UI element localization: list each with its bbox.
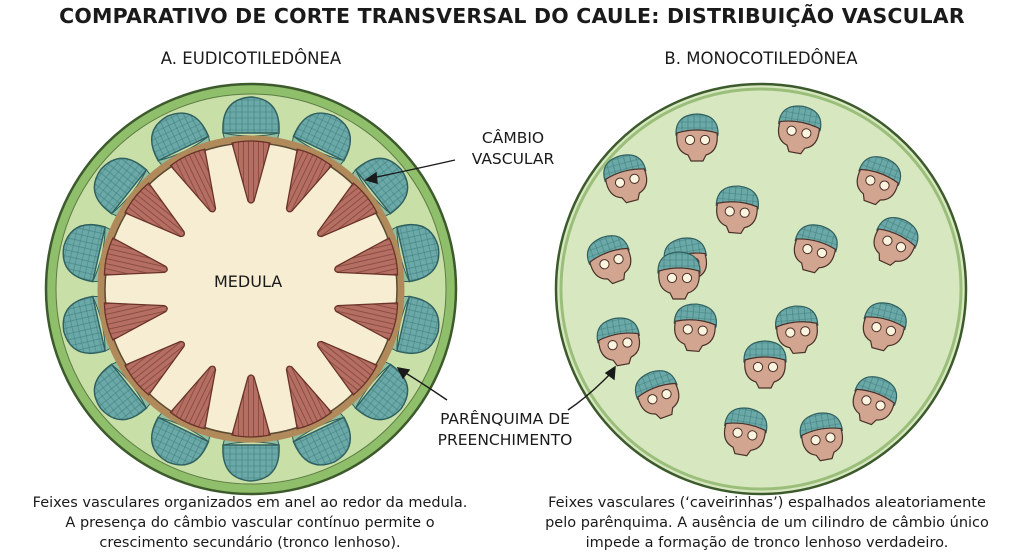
xylem-wedge (103, 302, 168, 341)
xylem-wedge (334, 302, 399, 341)
monocot-bundle (743, 340, 787, 389)
xylem-vessel (607, 340, 618, 351)
xylem-vessel (724, 206, 735, 217)
xylem-vessel (810, 435, 821, 446)
monocot-bundle (657, 251, 701, 300)
xylem-wedge (124, 340, 185, 396)
xylem-wedge (103, 237, 168, 276)
xylem-wedge (285, 148, 333, 213)
monocot-bundle (873, 217, 919, 266)
monocot-bundle (775, 305, 819, 355)
xylem-vessel (802, 243, 813, 255)
monocot-caption-line3: impede a formação de tronco lenhoso verd… (585, 535, 949, 551)
xylem-vessel (801, 128, 812, 139)
xylem-vessel (599, 259, 610, 270)
xylem-vessel (786, 125, 797, 136)
xylem-wedge (285, 365, 333, 430)
xylem-wedge (334, 237, 399, 276)
eudicot-title: A. EUDICOTILEDÔNEA (160, 49, 342, 68)
xylem-vessel (629, 173, 640, 184)
xylem-vessel (699, 134, 711, 146)
xylem-vessel (684, 134, 696, 146)
xylem-vessel (697, 325, 708, 336)
callout-lines (364, 159, 616, 411)
parenchyma-callout: PARÊNQUIMA DE PREENCHIMENTO (425, 409, 585, 451)
monocot-caption-line1: Feixes vasculares (‘caveirinhas’) espalh… (548, 495, 986, 511)
parenchyma-leader-b (567, 372, 612, 411)
eudicot-stem-section (44, 82, 458, 496)
cambium-callout-line1: CÂMBIO (481, 129, 545, 147)
page-title: COMPARATIVO DE CORTE TRANSVERSAL DO CAUL… (59, 4, 965, 28)
monocot-caption: Feixes vasculares (‘caveirinhas’) espalh… (520, 493, 1014, 553)
eudicot-caption-line3: crescimento secundário (tronco lenhoso). (99, 535, 401, 551)
xylem-vessel (767, 361, 779, 373)
monocot-title: B. MONOCOTILEDÔNEA (664, 49, 858, 68)
xylem-wedge (169, 365, 217, 430)
eudicot-xylem-wedges (103, 140, 399, 438)
monocot-bundle (715, 185, 759, 235)
xylem-vessel (732, 427, 743, 438)
monocot-bundle (777, 105, 822, 155)
eudicot-caption-line2: A presença do câmbio vascular contínuo p… (65, 515, 435, 531)
cambium-callout: CÂMBIO VASCULAR (458, 128, 568, 170)
xylem-vessel (865, 175, 876, 186)
xylem-vessel (800, 326, 811, 337)
xylem-vessel (622, 337, 633, 348)
monocot-bundle (723, 407, 768, 457)
monocot-bundle (596, 317, 641, 367)
xylem-vessel (614, 177, 626, 188)
cambium-leader (371, 159, 456, 179)
monocot-bundles (586, 105, 919, 462)
monocot-bundle (852, 376, 898, 426)
xylem-vessel (882, 235, 893, 246)
xylem-vessel (875, 400, 886, 411)
parenchyma-callout-line1: PARÊNQUIMA DE (440, 410, 570, 428)
monocot-bundle (634, 370, 680, 420)
monocot-bundle (603, 154, 648, 204)
vascular-cambium-ring (97, 135, 405, 443)
monocot-bundle (862, 302, 907, 352)
eudicot-caption-line1: Feixes vasculares organizados em anel ao… (32, 495, 468, 511)
xylem-vessel (613, 253, 624, 265)
xylem-vessel (861, 395, 872, 406)
xylem-vessel (647, 394, 658, 405)
monocot-stem-section (554, 82, 968, 496)
monocot-bundle (793, 224, 838, 274)
xylem-vessel (747, 430, 758, 441)
xylem-wedge (317, 340, 378, 396)
xylem-vessel (879, 180, 890, 191)
xylem-vessel (885, 325, 897, 337)
monocot-bundle (675, 113, 719, 162)
xylem-vessel (666, 272, 678, 284)
xylem-vessel (739, 207, 750, 218)
monocot-bundle (673, 303, 717, 353)
cambium-callout-line2: VASCULAR (471, 150, 555, 168)
parenchyma-callout-line2: PREENCHIMENTO (437, 431, 573, 449)
xylem-vessel (816, 247, 828, 259)
xylem-vessel (785, 327, 796, 338)
xylem-wedge (169, 148, 217, 213)
xylem-vessel (825, 432, 836, 443)
xylem-wedge (124, 182, 185, 238)
xylem-wedge (231, 140, 271, 204)
monocot-bundle (586, 235, 632, 285)
monocot-caption-line2: pelo parênquima. A ausência de um cilind… (545, 515, 989, 531)
xylem-wedge (231, 374, 271, 438)
monocot-bundle (799, 412, 844, 462)
eudicot-caption: Feixes vasculares organizados em anel ao… (10, 493, 490, 553)
xylem-wedge (317, 182, 378, 238)
xylem-vessel (661, 388, 672, 400)
xylem-vessel (682, 324, 693, 335)
pith-label: MEDULA (214, 272, 283, 291)
monocot-bundle (856, 156, 902, 206)
parenchyma-leader-a (403, 371, 448, 401)
xylem-vessel (681, 272, 693, 284)
xylem-vessel (871, 321, 882, 333)
xylem-vessel (895, 241, 907, 253)
xylem-vessel (752, 361, 764, 373)
